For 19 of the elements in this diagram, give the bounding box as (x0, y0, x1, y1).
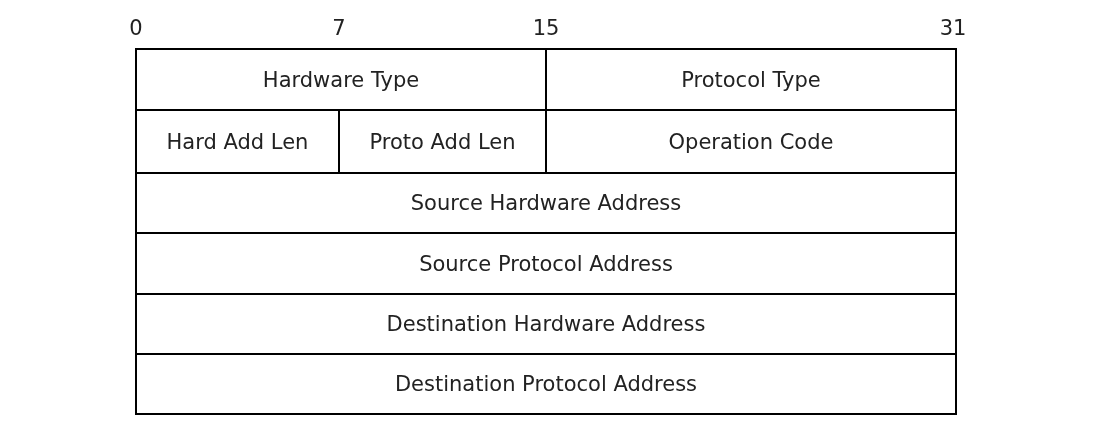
field-label: Protocol Type (681, 67, 821, 92)
field-label: Proto Add Len (369, 129, 516, 154)
bit-number: 0 (129, 16, 143, 40)
bit-number: 7 (332, 16, 346, 40)
table-cell (545, 48, 957, 111)
table-cell (135, 353, 957, 415)
field-label: Destination Protocol Address (394, 372, 698, 396)
table-cell (135, 293, 957, 355)
table-cell (135, 232, 957, 295)
field-label: Source Hardware Address (410, 191, 682, 215)
table-cell (135, 48, 547, 111)
field-label: Hardware Type (262, 67, 420, 92)
table-cell (135, 172, 957, 234)
field-label: Operation Code (668, 129, 834, 154)
field-label: Hard Add Len (166, 129, 309, 154)
bit-number: 31 (939, 16, 967, 40)
field-label: Destination Hardware Address (386, 312, 706, 336)
bit-number: 15 (532, 16, 560, 40)
field-label: Source Protocol Address (419, 251, 673, 276)
